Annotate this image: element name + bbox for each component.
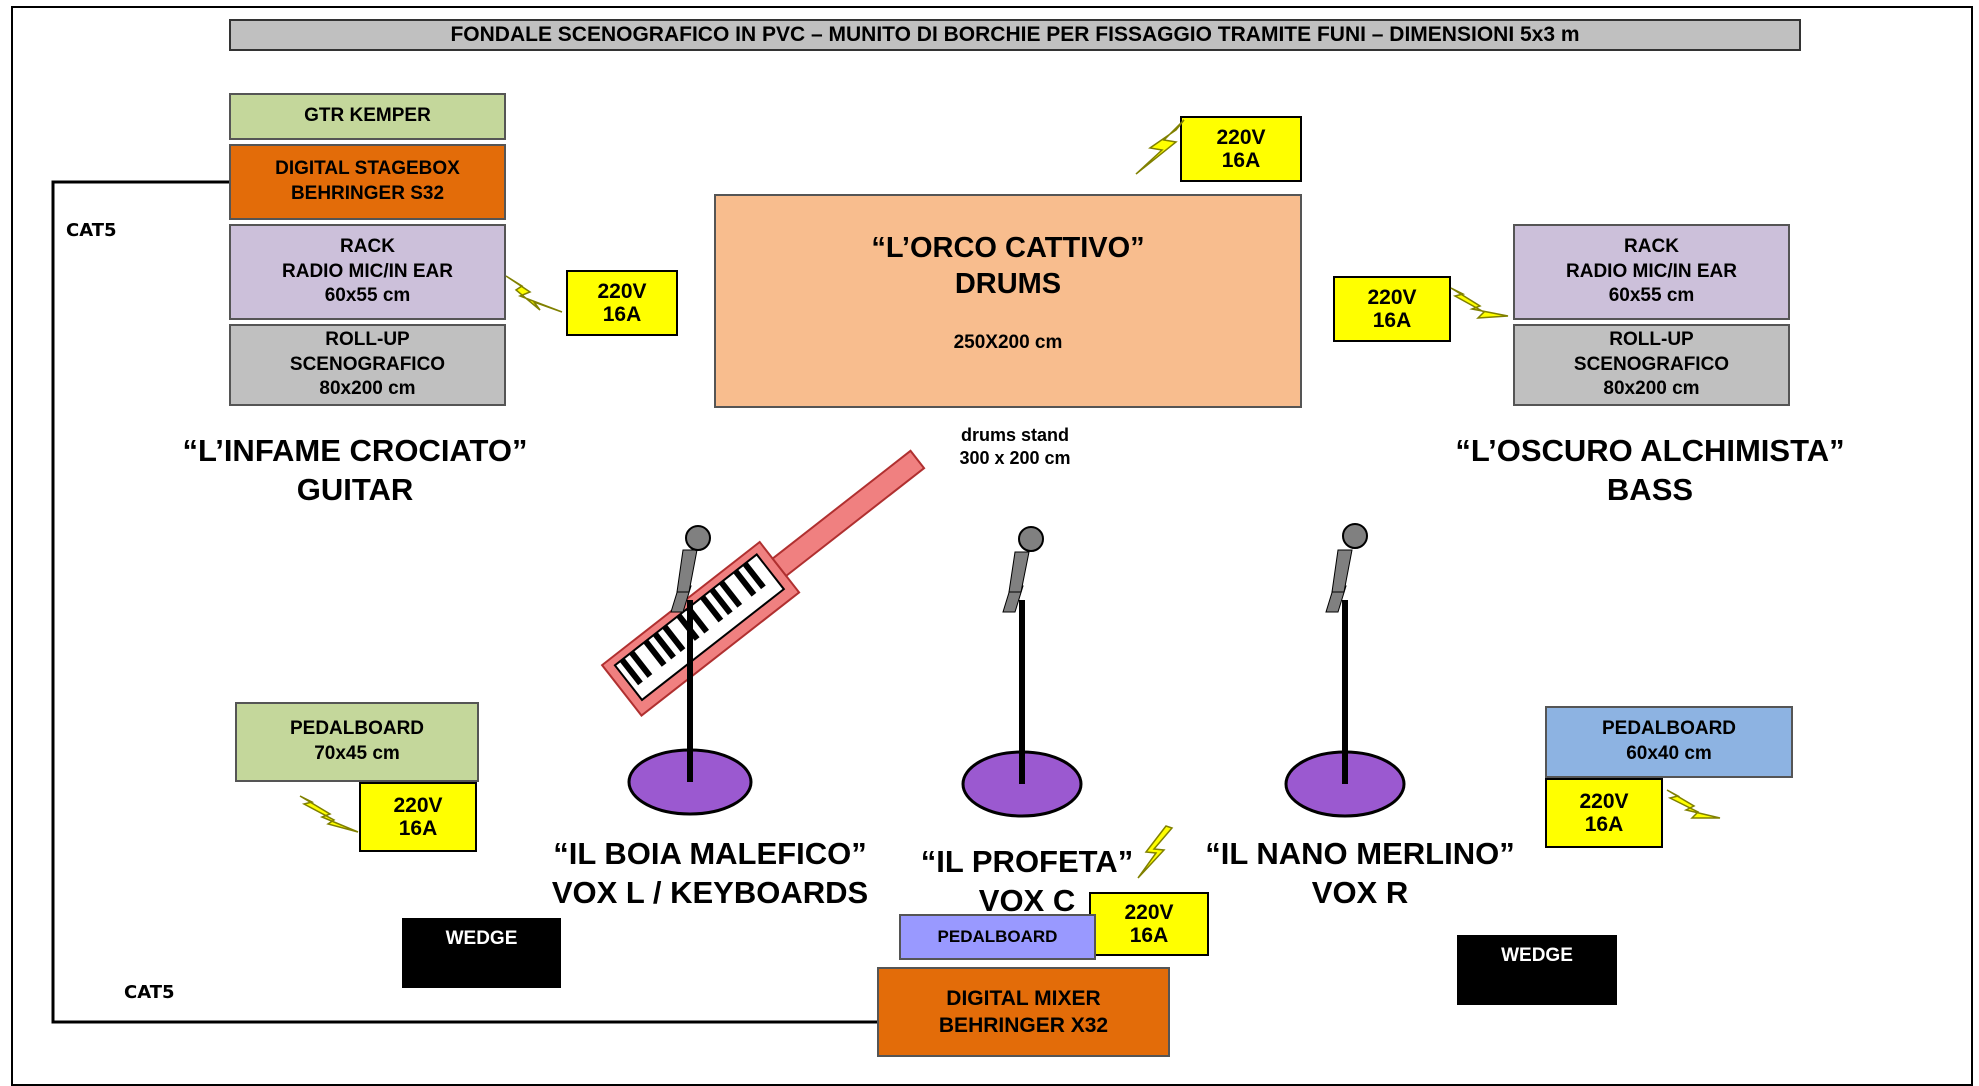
power-bass-pedalboard: 220V 16A [1545, 778, 1663, 848]
cat5-label-bottom: CAT5 [124, 982, 175, 1003]
power-amps: 16A [602, 303, 642, 326]
vox-l-player-label: “IL BOIA MALEFICO” VOX L / KEYBOARDS [551, 836, 869, 910]
bass-pedalboard: PEDALBOARD 60x40 cm [1545, 706, 1793, 778]
digital-stagebox: DIGITAL STAGEBOX BEHRINGER S32 [229, 144, 506, 220]
microphone-stand-icon [627, 525, 753, 816]
drums-size: 250X200 cm [953, 331, 1063, 353]
power-bass-rack: 220V 16A [1333, 276, 1451, 342]
digital-mixer: DIGITAL MIXER BEHRINGER X32 [877, 967, 1170, 1057]
keytar-icon [600, 449, 926, 717]
power-amps: 16A [1221, 149, 1261, 172]
wedge-left: WEDGE [402, 918, 561, 988]
power-amps: 16A [1584, 813, 1624, 836]
power-amps: 16A [398, 817, 438, 840]
power-guitar-pedalboard: 220V 16A [359, 782, 477, 852]
power-voltage: 220V [1216, 125, 1266, 149]
vox-r-player-label: “IL NANO MERLINO” VOX R [1205, 836, 1515, 910]
lightning-icon [1137, 825, 1174, 879]
drums-stand-label: drums stand 300 x 200 cm [959, 425, 1071, 469]
drums-area: “L’ORCO CATTIVO” DRUMS 250X200 cm [714, 194, 1302, 408]
power-voltage: 220V [1579, 789, 1629, 813]
cat5-label-top: CAT5 [66, 220, 117, 241]
bass-rack-radio-mic: RACK RADIO MIC/IN EAR 60x55 cm [1513, 224, 1790, 320]
guitar-rack-radio-mic: RACK RADIO MIC/IN EAR 60x55 cm [229, 224, 506, 320]
guitar-player-label: “L’INFAME CROCIATO” GUITAR [182, 433, 528, 507]
backdrop-title: FONDALE SCENOGRAFICO IN PVC – MUNITO DI … [229, 19, 1801, 51]
guitar-pedalboard: PEDALBOARD 70x45 cm [235, 702, 479, 782]
lightning-icon [505, 275, 563, 313]
gtr-kemper-box: GTR KEMPER [229, 93, 506, 140]
drums-player-label: “L’ORCO CATTIVO” DRUMS [871, 232, 1145, 301]
power-amps: 16A [1129, 924, 1169, 947]
lightning-icon [299, 795, 359, 833]
power-voltage: 220V [597, 279, 647, 303]
lightning-icon [1135, 119, 1185, 175]
vox-c-player-label: “IL PROFETA” VOX C [920, 844, 1134, 918]
bass-player-label: “L’OSCURO ALCHIMISTA” BASS [1455, 433, 1845, 507]
microphone-stand-icon [1284, 523, 1406, 818]
lightning-icon [1450, 287, 1509, 319]
vox-c-pedalboard: PEDALBOARD [899, 914, 1096, 960]
wedge-right: WEDGE [1457, 935, 1617, 1005]
power-voltage: 220V [1367, 285, 1417, 309]
lightning-icon [1666, 789, 1721, 819]
bass-rollup: ROLL-UP SCENOGRAFICO 80x200 cm [1513, 324, 1790, 406]
power-guitar-rack: 220V 16A [566, 270, 678, 336]
power-amps: 16A [1372, 309, 1412, 332]
microphone-stand-icon [961, 526, 1083, 818]
power-voltage: 220V [1124, 900, 1174, 924]
guitar-rollup: ROLL-UP SCENOGRAFICO 80x200 cm [229, 324, 506, 406]
power-drums: 220V 16A [1180, 116, 1302, 182]
power-voltage: 220V [393, 793, 443, 817]
